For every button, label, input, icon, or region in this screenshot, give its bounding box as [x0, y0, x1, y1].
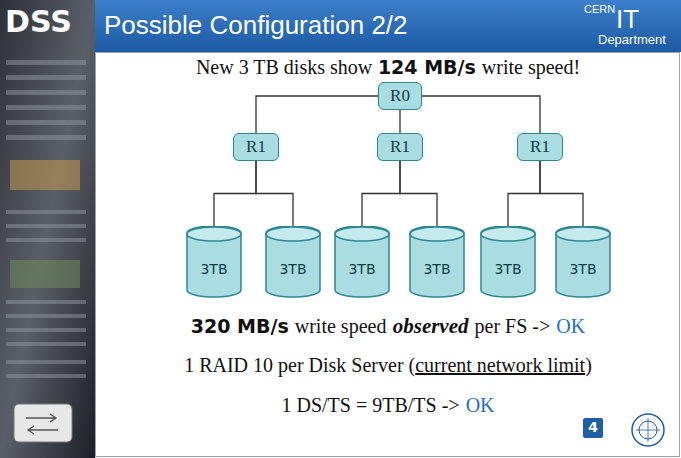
slide-text: observed — [393, 314, 469, 339]
text-line: New 3 TB disks show 124 MB/s write speed! — [95, 56, 681, 79]
section-tag: DSS — [5, 4, 72, 39]
raid-label: R1 — [246, 137, 266, 157]
disk-cylinder: 3TB — [265, 226, 321, 298]
tree-connector — [422, 96, 540, 133]
keyboard-icon — [14, 404, 72, 442]
cylinder-body — [335, 226, 389, 297]
tree-connector — [256, 96, 378, 133]
disk-cylinder: 3TB — [480, 226, 536, 298]
logo-text: CERN — [584, 3, 615, 15]
disk-label: 3TB — [423, 261, 450, 277]
logo-text: IT — [616, 4, 639, 35]
slide-text: OK — [466, 394, 495, 417]
cylinder-body — [556, 226, 610, 297]
raid-box: R1 — [377, 133, 423, 161]
slide-text: 1 DS/TS = 9TB/TS -> — [281, 394, 459, 417]
server-rack-picture — [6, 60, 86, 378]
disk-label: 3TB — [279, 261, 306, 277]
raid-label: R1 — [530, 137, 550, 157]
disk-label: 3TB — [494, 261, 521, 277]
slide-text: New 3 TB disks show — [196, 56, 372, 79]
text-line: 320 MB/s write speed observed per FS ->OK — [95, 314, 681, 339]
cylinder-body — [266, 226, 320, 297]
text-line: 1 DS/TS = 9TB/TS -> OK — [95, 394, 681, 417]
tree-connector — [256, 161, 293, 226]
slide-text: 320 MB/s — [191, 315, 289, 337]
header-band — [95, 0, 681, 52]
cylinder-top — [187, 227, 241, 241]
photo-strip — [0, 0, 95, 458]
tree-connector — [362, 161, 400, 226]
cylinder-body — [187, 226, 241, 297]
logo-text: Department — [598, 32, 666, 47]
disk-cylinder: 3TB — [409, 226, 465, 298]
slide-text: 124 MB/s — [378, 56, 476, 78]
text-line: 1 RAID 10 per Disk Server (current netwo… — [95, 354, 681, 377]
tree-connector — [508, 161, 540, 226]
cylinder-top — [556, 227, 610, 241]
raid-box: R1 — [233, 133, 279, 161]
tree-connector — [400, 161, 437, 226]
tree-connector — [540, 161, 583, 226]
cern-logo — [632, 414, 664, 446]
slide-text: per FS -> — [475, 315, 551, 338]
cylinder-top — [410, 227, 464, 241]
slide-text: ) — [585, 354, 592, 377]
content-frame — [96, 53, 680, 457]
raid-label: R1 — [390, 137, 410, 157]
cylinder-body — [481, 226, 535, 297]
cylinder-top — [266, 227, 320, 241]
tree-connector — [214, 161, 256, 226]
disk-label: 3TB — [200, 261, 227, 277]
slide-text: current network limit — [415, 354, 585, 377]
cylinder-top — [481, 227, 535, 241]
slide-text: write speed — [295, 315, 387, 338]
slide-text: write speed! — [482, 56, 580, 79]
disk-label: 3TB — [348, 261, 375, 277]
raid-box: R0 — [378, 82, 422, 110]
slide-title: Possible Configuration 2/2 — [104, 10, 408, 41]
slide-text: 1 RAID 10 per Disk Server ( — [184, 354, 415, 377]
disk-cylinder: 3TB — [334, 226, 390, 298]
raid-box: R1 — [517, 133, 563, 161]
disk-cylinder: 3TB — [555, 226, 611, 298]
tree-connector — [399, 110, 400, 133]
slide-text: OK — [556, 315, 585, 338]
page-number: 4 — [583, 419, 603, 435]
disk-label: 3TB — [569, 261, 596, 277]
disk-cylinder: 3TB — [186, 226, 242, 298]
page-number-box — [583, 418, 603, 438]
cylinder-body — [410, 226, 464, 297]
raid-label: R0 — [390, 86, 410, 106]
cylinder-top — [335, 227, 389, 241]
